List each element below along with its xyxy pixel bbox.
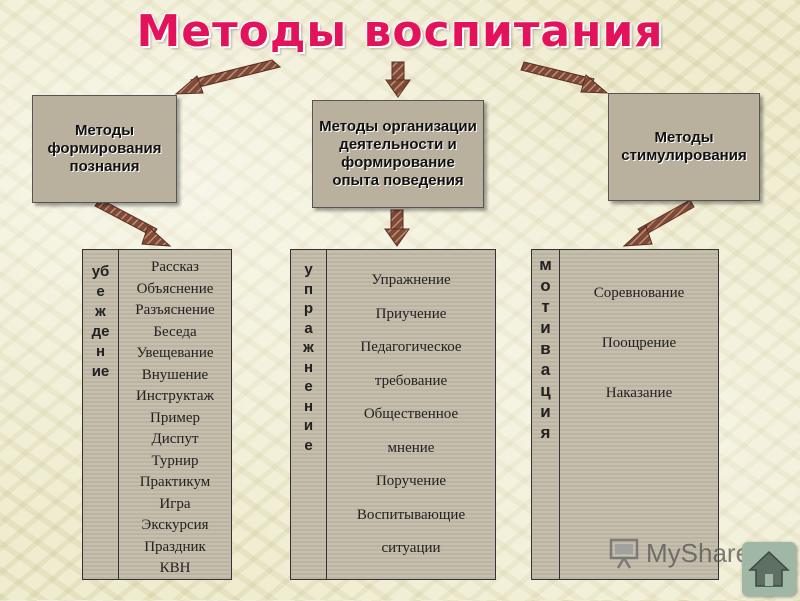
list-item: Приучение xyxy=(375,305,447,322)
list-item: Упражнение xyxy=(371,272,451,288)
vertical-letter: р xyxy=(303,300,314,317)
arrow-title-to-center xyxy=(385,61,411,98)
vertical-letter: ж xyxy=(95,303,106,320)
vertical-letter: в xyxy=(540,339,551,358)
vertical-letter: и xyxy=(540,402,551,421)
list-item: КВН xyxy=(159,560,191,576)
list-item: Общественное xyxy=(363,406,459,422)
list-item: требование xyxy=(374,372,448,389)
vertical-letter: н xyxy=(303,397,314,415)
vertical-letter: и xyxy=(303,417,314,434)
vertical-label-persuasion: уб е ж де н ие xyxy=(83,250,119,579)
list-item: Внушение xyxy=(141,366,209,383)
vertical-letter: де xyxy=(91,323,110,340)
vertical-letter: у xyxy=(304,261,313,278)
list-item: Объяснение xyxy=(136,280,214,297)
list-item: Рассказ xyxy=(151,259,199,275)
list-item: Педагогическое xyxy=(360,339,462,355)
vertical-letter: т xyxy=(541,297,550,316)
vertical-letter: уб xyxy=(91,263,110,280)
vertical-letter: ц xyxy=(540,381,551,400)
panel-exercise: у п р а ж н е н и е Упражнение Приучение… xyxy=(290,249,496,580)
panel-persuasion: уб е ж де н ие Рассказ Объяснение Разъяс… xyxy=(82,249,232,580)
list-item: Поручение xyxy=(375,473,447,489)
list-exercise-methods: Упражнение Приучение Педагогическое треб… xyxy=(327,250,495,579)
vertical-letter: м xyxy=(539,255,552,274)
list-item: мнение xyxy=(387,439,435,456)
arrow-title-to-left xyxy=(174,59,282,95)
arrow-right-box-to-panel xyxy=(622,199,695,247)
home-icon xyxy=(748,550,790,587)
list-item: Игра xyxy=(159,495,191,512)
box-activity-methods: Методы организации деятельности и формир… xyxy=(312,100,484,208)
vertical-letter: ж xyxy=(303,339,314,356)
list-item: Турнир xyxy=(151,452,199,469)
box-stimulation-methods: Методы стимулирования xyxy=(608,93,760,201)
vertical-letter: н xyxy=(95,343,106,360)
list-item: Беседа xyxy=(153,323,197,340)
vertical-letter: е xyxy=(304,436,313,454)
vertical-letter: а xyxy=(304,319,313,337)
list-item: Соревнование xyxy=(593,285,685,301)
vertical-letter: я xyxy=(540,423,551,442)
vertical-letter: п xyxy=(303,280,314,298)
page-title: Методы воспитания xyxy=(136,6,664,57)
list-item: Экскурсия xyxy=(141,517,209,533)
vertical-letter: и xyxy=(540,318,551,337)
presentation-logo-icon xyxy=(609,538,639,569)
list-item: Увещевание xyxy=(136,345,214,361)
arrow-center-box-to-panel xyxy=(384,209,410,247)
list-item: Поощрение xyxy=(601,335,677,351)
arrow-title-to-right xyxy=(520,61,609,94)
list-item: Праздник xyxy=(144,538,206,555)
list-item: Разъяснение xyxy=(135,302,215,318)
vertical-letter: е xyxy=(96,283,105,300)
vertical-letter: о xyxy=(540,276,551,295)
list-motivation-methods: Соревнование Поощрение Наказание xyxy=(560,250,718,579)
list-item: Диспут xyxy=(151,431,199,447)
vertical-letter: ие xyxy=(91,363,110,380)
panel-motivation: м о т и в а ц и я Соревнование Поощрение… xyxy=(531,249,719,580)
vertical-letter: н xyxy=(303,358,314,376)
list-item: ситуации xyxy=(381,540,441,556)
list-item: Инструктаж xyxy=(136,388,214,404)
vertical-letter: а xyxy=(540,360,551,379)
vertical-label-motivation: м о т и в а ц и я xyxy=(532,250,560,579)
home-button[interactable] xyxy=(742,542,796,596)
list-persuasion-methods: Рассказ Объяснение Разъяснение Беседа Ув… xyxy=(119,250,231,579)
arrow-left-box-to-panel xyxy=(94,198,172,247)
list-item: Пример xyxy=(149,409,200,426)
list-item: Практикум xyxy=(139,474,211,490)
vertical-letter: е xyxy=(304,378,313,395)
vertical-label-exercise: у п р а ж н е н и е xyxy=(291,250,327,579)
box-cognition-methods: Методы формирования познания xyxy=(32,95,177,203)
list-item: Наказание xyxy=(605,385,673,401)
list-item: Воспитывающие xyxy=(356,506,466,523)
